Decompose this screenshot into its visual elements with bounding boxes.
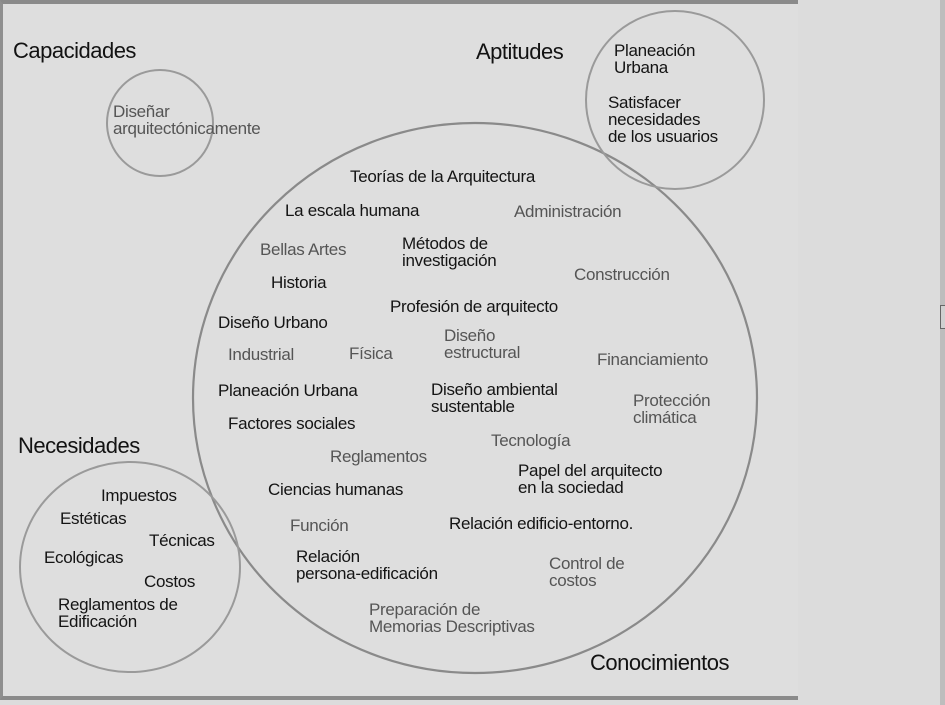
item-reglamentos: Reglamentos (330, 447, 427, 466)
necesidades-circle (19, 461, 241, 673)
diagram-frame (0, 0, 798, 700)
item-control-costos: Control de costos (549, 554, 625, 590)
item-planeacion-urbana: Planeación Urbana (218, 381, 358, 400)
item-reglamentos-edificacion: Reglamentos de Edificación (58, 595, 178, 631)
item-papel-arquitecto: Papel del arquitecto en la sociedad (518, 461, 663, 497)
item-administracion: Administración (514, 202, 622, 221)
item-fisica: Física (349, 344, 393, 363)
category-conocimientos: Conocimientos (590, 650, 730, 675)
item-profesion-arquitecto: Profesión de arquitecto (390, 297, 558, 316)
item-aptitud-satisfacer: Satisfacer necesidades de los usuarios (608, 93, 718, 146)
item-industrial: Industrial (228, 345, 294, 364)
item-tecnologia: Tecnología (491, 431, 571, 450)
category-aptitudes: Aptitudes (476, 39, 564, 64)
item-preparacion-memorias: Preparación de Memorias Descriptivas (369, 600, 535, 636)
item-ciencias-humanas: Ciencias humanas (268, 480, 404, 499)
item-teorias: Teorías de la Arquitectura (350, 167, 535, 186)
conocimientos-circle (191, 121, 759, 675)
category-capacidades: Capacidades (13, 38, 136, 63)
item-factores-sociales: Factores sociales (228, 414, 356, 433)
item-diseno-estructural: Diseño estructural (444, 326, 521, 362)
capacidades-circle (106, 69, 214, 177)
item-escala-humana: La escala humana (285, 201, 420, 220)
item-aptitud-planeacion: Planeación Urbana (614, 41, 696, 77)
item-diseno-ambiental: Diseño ambiental sustentable (431, 380, 558, 416)
aptitudes-circle (585, 10, 765, 190)
item-tecnicas: Técnicas (149, 531, 215, 550)
item-esteticas: Estéticas (60, 509, 127, 528)
item-financiamiento: Financiamiento (597, 350, 709, 369)
item-proteccion-climatica: Protección climática (633, 391, 711, 427)
right-edge-border (940, 0, 945, 705)
side-handle[interactable] (940, 305, 945, 329)
item-costos: Costos (144, 572, 196, 591)
item-construccion: Construcción (574, 265, 670, 284)
item-relacion-persona-edificacion: Relación persona-edificación (296, 547, 438, 583)
item-impuestos: Impuestos (101, 486, 177, 505)
item-historia: Historia (271, 273, 327, 292)
item-metodos-investigacion: Métodos de investigación (402, 234, 497, 270)
item-funcion: Función (290, 516, 349, 535)
category-necesidades: Necesidades (18, 433, 140, 458)
item-bellas-artes: Bellas Artes (260, 240, 347, 259)
item-disenar: Diseñar arquitectónicamente (113, 102, 261, 138)
right-panel (798, 0, 945, 705)
item-relacion-edificio-entorno: Relación edificio-entorno. (449, 514, 634, 533)
item-ecologicas: Ecológicas (44, 548, 124, 567)
item-diseno-urbano: Diseño Urbano (218, 313, 328, 332)
